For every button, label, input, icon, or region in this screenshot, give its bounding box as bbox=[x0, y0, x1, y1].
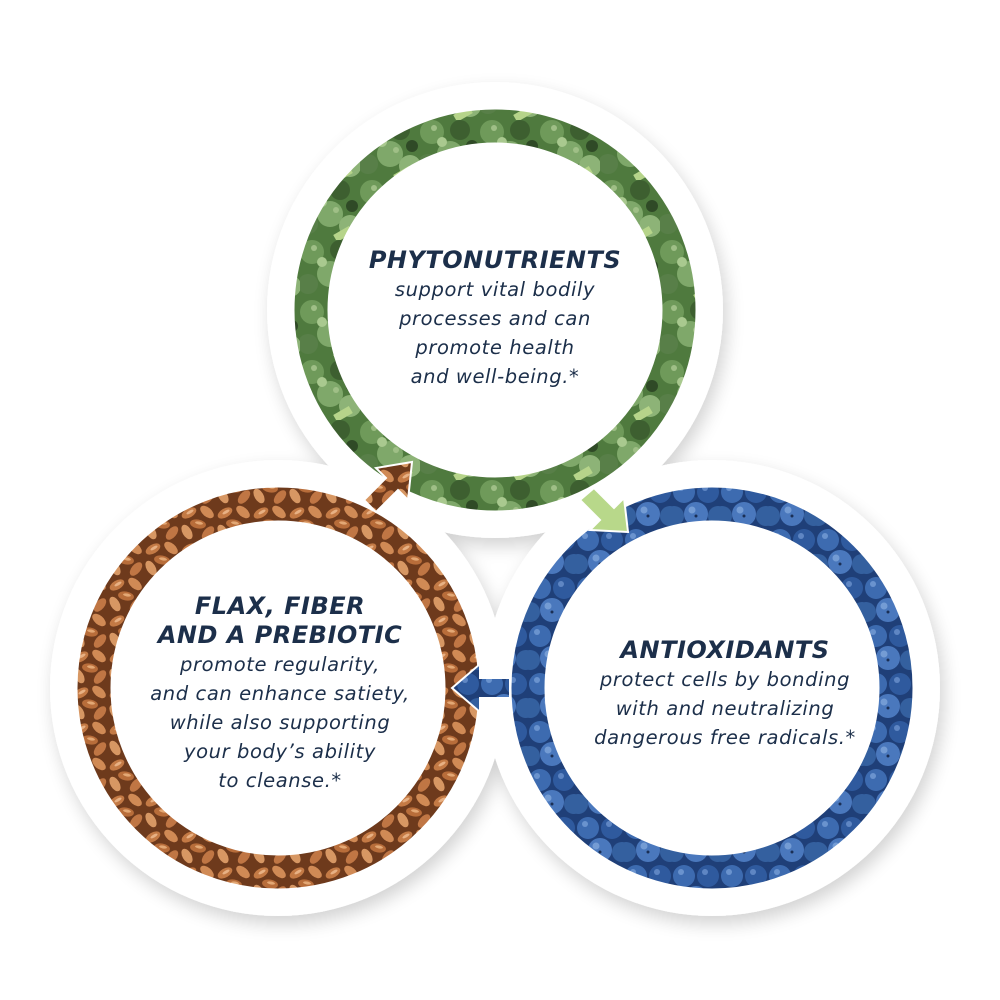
node-text-line: to cleanse.* bbox=[218, 769, 342, 792]
node-title: ANTIOXIDANTS bbox=[620, 636, 830, 664]
node-title: PHYTONUTRIENTS bbox=[368, 246, 622, 274]
ring-broccoli bbox=[294, 109, 696, 511]
node-title-line: AND A PREBIOTIC bbox=[157, 621, 403, 649]
arrow-left-icon bbox=[450, 661, 511, 715]
arrow-up-right-icon bbox=[362, 460, 414, 514]
node-flax-fiber-prebiotic: FLAX, FIBER AND A PREBIOTIC promote regu… bbox=[110, 592, 450, 795]
node-text-line: and well-being.* bbox=[410, 365, 580, 388]
arrow-down-right-icon bbox=[578, 486, 630, 534]
node-text-line: processes and can bbox=[399, 307, 591, 330]
node-text-line: while also supporting bbox=[169, 711, 391, 734]
node-antioxidants: ANTIOXIDANTS protect cells by bonding wi… bbox=[555, 636, 895, 752]
node-text-line: promote health bbox=[415, 336, 575, 359]
node-text-line: protect cells by bonding bbox=[599, 668, 851, 691]
node-text-line: support vital bodily bbox=[394, 278, 596, 301]
node-phytonutrients: PHYTONUTRIENTS support vital bodily proc… bbox=[330, 246, 660, 391]
node-text-line: dangerous free radicals.* bbox=[594, 726, 856, 749]
node-title-line: FLAX, FIBER bbox=[194, 592, 366, 620]
node-text-line: promote regularity, bbox=[180, 653, 380, 676]
ring-blueberries bbox=[511, 487, 913, 889]
node-text-line: and can enhance satiety, bbox=[150, 682, 410, 705]
node-text-line: your body’s ability bbox=[184, 740, 376, 763]
node-text-line: with and neutralizing bbox=[615, 697, 835, 720]
